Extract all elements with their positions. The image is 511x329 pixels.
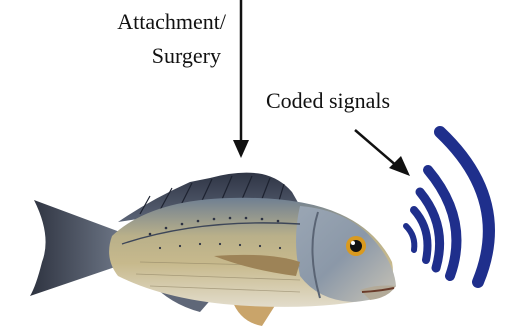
attachment-arrow — [233, 0, 249, 158]
attachment-label-line2: Surgery — [152, 43, 221, 69]
attachment-label-line1: Attachment/ — [117, 9, 226, 35]
signal-icon — [406, 132, 489, 282]
coded-signals-label: Coded signals — [266, 88, 390, 114]
coded-signals-arrow — [355, 130, 410, 176]
fish-icon — [30, 173, 396, 326]
